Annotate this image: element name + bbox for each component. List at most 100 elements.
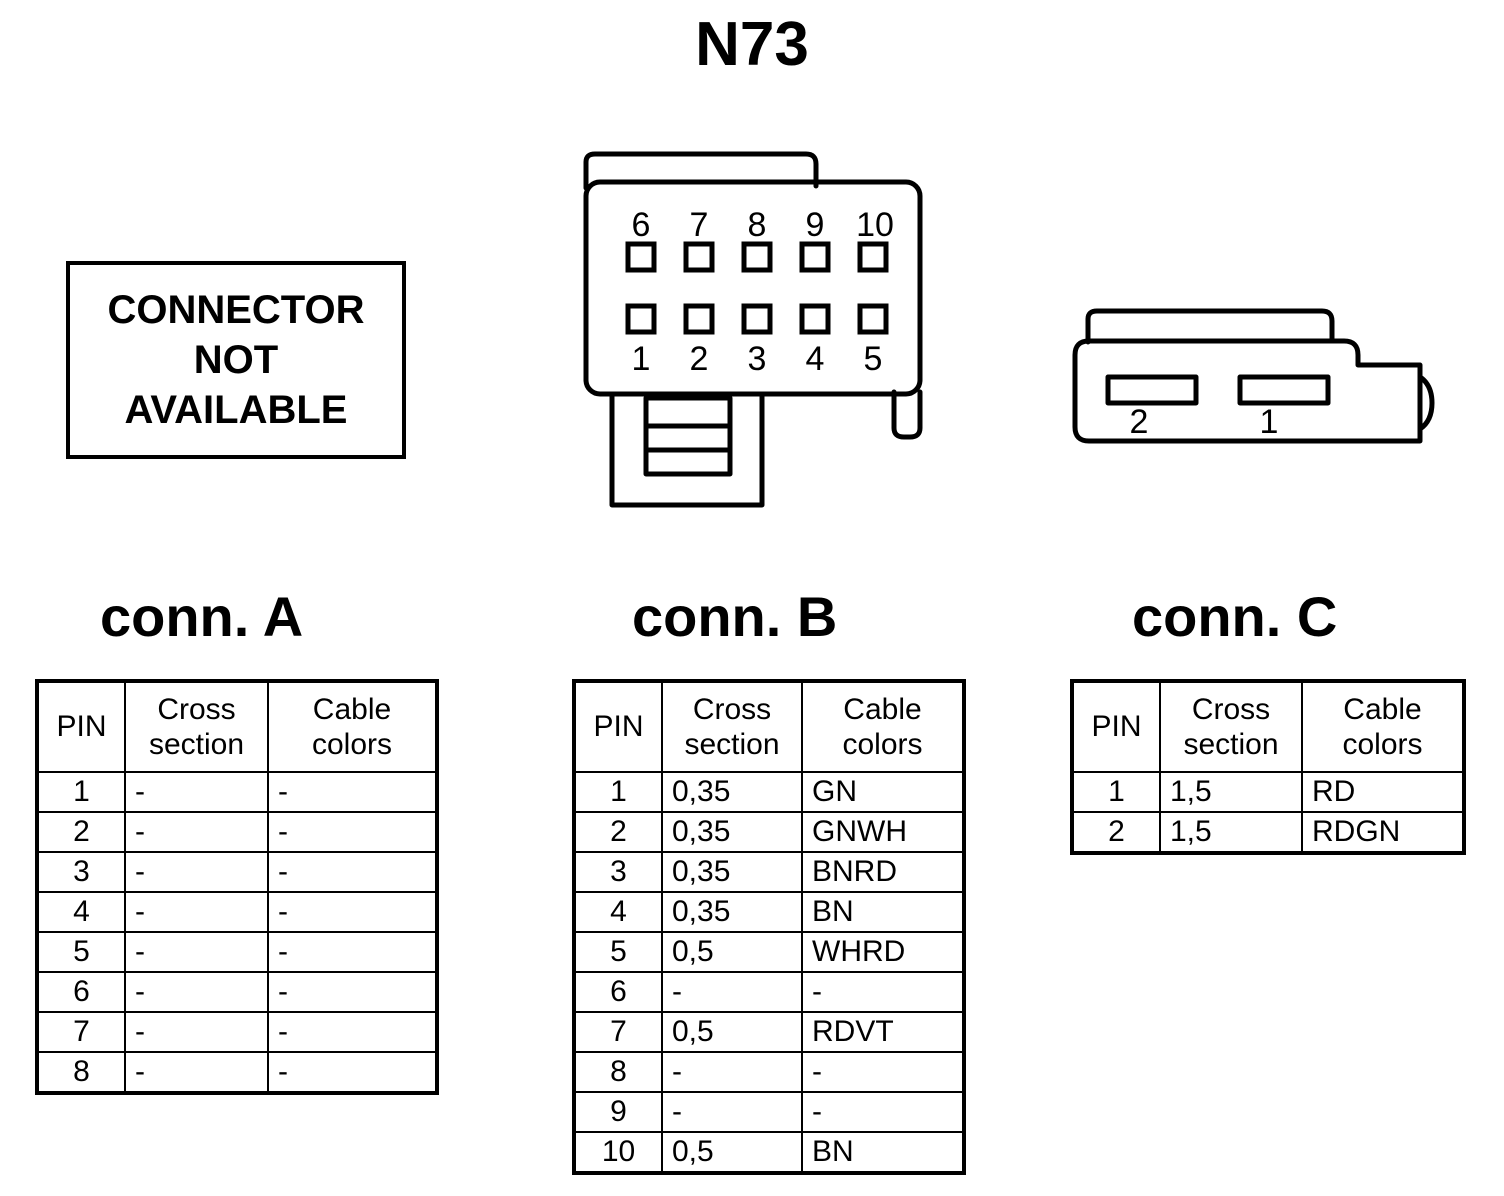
cell-pin: 2 — [1071, 811, 1161, 854]
latch-tab-outline — [583, 151, 819, 191]
table-row: 6-- — [573, 971, 965, 1013]
cell-cable-colors: RDVT — [801, 1011, 965, 1053]
cell-cross-section: - — [661, 1051, 803, 1093]
cell-cable-colors: - — [267, 891, 438, 933]
cell-pin: 3 — [573, 851, 663, 893]
cell-cable-colors: - — [267, 971, 438, 1013]
cell-cross-section: 0,5 — [661, 1131, 803, 1174]
col-header-cross-section-line2: section — [1183, 728, 1279, 761]
notice-line-2: NOT — [193, 338, 279, 382]
pin-label-6: 6 — [632, 206, 651, 244]
cell-cable-colors: - — [801, 1051, 965, 1093]
cell-cable-colors: RD — [1301, 771, 1465, 813]
connector-c-diagram: 2 1 — [1072, 308, 1435, 444]
right-thumb-tab — [1417, 374, 1435, 432]
slot-label-1: 1 — [1260, 403, 1279, 441]
col-header-cross-section-line1: Cross — [157, 692, 236, 726]
pin-label-3: 3 — [748, 340, 767, 378]
col-header-pin: PIN — [573, 680, 663, 773]
col-header-cable-colors: Cable colors — [267, 680, 438, 773]
col-header-cable-colors: Cable colors — [1301, 680, 1465, 773]
cell-pin: 6 — [36, 971, 126, 1013]
cell-cross-section: - — [124, 971, 269, 1013]
cell-cross-section: - — [124, 891, 269, 933]
cell-cross-section: 0,35 — [661, 851, 803, 893]
cell-pin: 3 — [36, 851, 126, 893]
col-header-cable-colors-line1: Cable — [1343, 692, 1422, 726]
table-row: 3-- — [36, 851, 438, 893]
notice-line-1: CONNECTOR — [107, 288, 365, 332]
pin-cavity-7 — [683, 241, 715, 273]
cell-cross-section: - — [124, 1011, 269, 1053]
pin-cavity-10 — [857, 241, 889, 273]
cell-pin: 1 — [36, 771, 126, 813]
cell-cross-section: 0,35 — [661, 771, 803, 813]
cell-pin: 9 — [573, 1091, 663, 1133]
cell-cross-section: - — [124, 811, 269, 853]
heading-conn-a: conn. A — [100, 585, 304, 648]
cell-cable-colors: - — [267, 1011, 438, 1053]
pin-label-2: 2 — [690, 340, 709, 378]
cell-cable-colors: RDGN — [1301, 811, 1465, 854]
cell-cross-section: - — [124, 851, 269, 893]
cell-cross-section: 0,35 — [661, 811, 803, 853]
col-header-cable-colors: Cable colors — [801, 680, 965, 773]
cell-pin: 5 — [573, 931, 663, 973]
slot-cavity-2 — [1105, 374, 1199, 406]
cell-cross-section: 0,5 — [661, 1011, 803, 1053]
cell-pin: 2 — [36, 811, 126, 853]
col-header-pin: PIN — [1071, 680, 1161, 773]
slot-cavity-1 — [1237, 374, 1331, 406]
connector-not-available-box: CONNECTOR NOT AVAILABLE — [66, 261, 406, 459]
cell-cross-section: 0,5 — [661, 931, 803, 973]
cell-pin: 10 — [573, 1131, 663, 1174]
table-header-row: PIN Cross section Cable colors — [573, 680, 965, 773]
table-header-row: PIN Cross section Cable colors — [1071, 680, 1465, 773]
pin-cavity-6 — [625, 241, 657, 273]
page-title: N73 — [695, 10, 809, 79]
heading-conn-c: conn. C — [1132, 585, 1338, 648]
pin-label-4: 4 — [806, 340, 825, 378]
table-row: 2-- — [36, 811, 438, 853]
cell-pin: 1 — [573, 771, 663, 813]
cell-pin: 4 — [573, 891, 663, 933]
pin-label-8: 8 — [748, 206, 767, 244]
connector-b-diagram: 6 7 8 9 10 1 2 3 4 5 — [583, 151, 923, 508]
col-header-cable-colors-line2: colors — [842, 728, 923, 761]
cell-cross-section: - — [661, 1091, 803, 1133]
col-header-cable-colors-line2: colors — [311, 728, 393, 761]
cell-pin: 6 — [573, 971, 663, 1013]
cell-pin: 8 — [36, 1051, 126, 1094]
col-header-cross-section: Cross section — [124, 680, 269, 773]
col-header-cross-section-line1: Cross — [692, 692, 772, 726]
cell-cable-colors: GNWH — [801, 811, 965, 853]
cell-cross-section: 0,35 — [661, 891, 803, 933]
cell-cross-section: 1,5 — [1159, 811, 1303, 854]
latch-rail-outline — [1085, 308, 1335, 345]
cell-cable-colors: BN — [801, 891, 965, 933]
cell-pin: 5 — [36, 931, 126, 973]
col-header-cross-section: Cross section — [661, 680, 803, 773]
cell-cable-colors: - — [267, 931, 438, 973]
pin-label-7: 7 — [690, 206, 709, 244]
bottom-shroud — [609, 391, 765, 508]
cell-cable-colors: WHRD — [801, 931, 965, 973]
cell-cable-colors: - — [267, 1051, 438, 1094]
cell-cable-colors: - — [801, 1091, 965, 1133]
cell-pin: 1 — [1071, 771, 1161, 813]
col-header-cable-colors-line1: Cable — [843, 692, 922, 726]
cell-pin: 2 — [573, 811, 663, 853]
pin-label-1: 1 — [632, 340, 651, 378]
cell-cross-section: - — [661, 971, 803, 1013]
housing-body — [1072, 338, 1423, 444]
pin-cavity-1 — [625, 303, 657, 335]
cell-cable-colors: - — [267, 771, 438, 813]
table-body-conn-a: 1--2--3--4--5--6--7--8-- — [36, 771, 438, 1094]
